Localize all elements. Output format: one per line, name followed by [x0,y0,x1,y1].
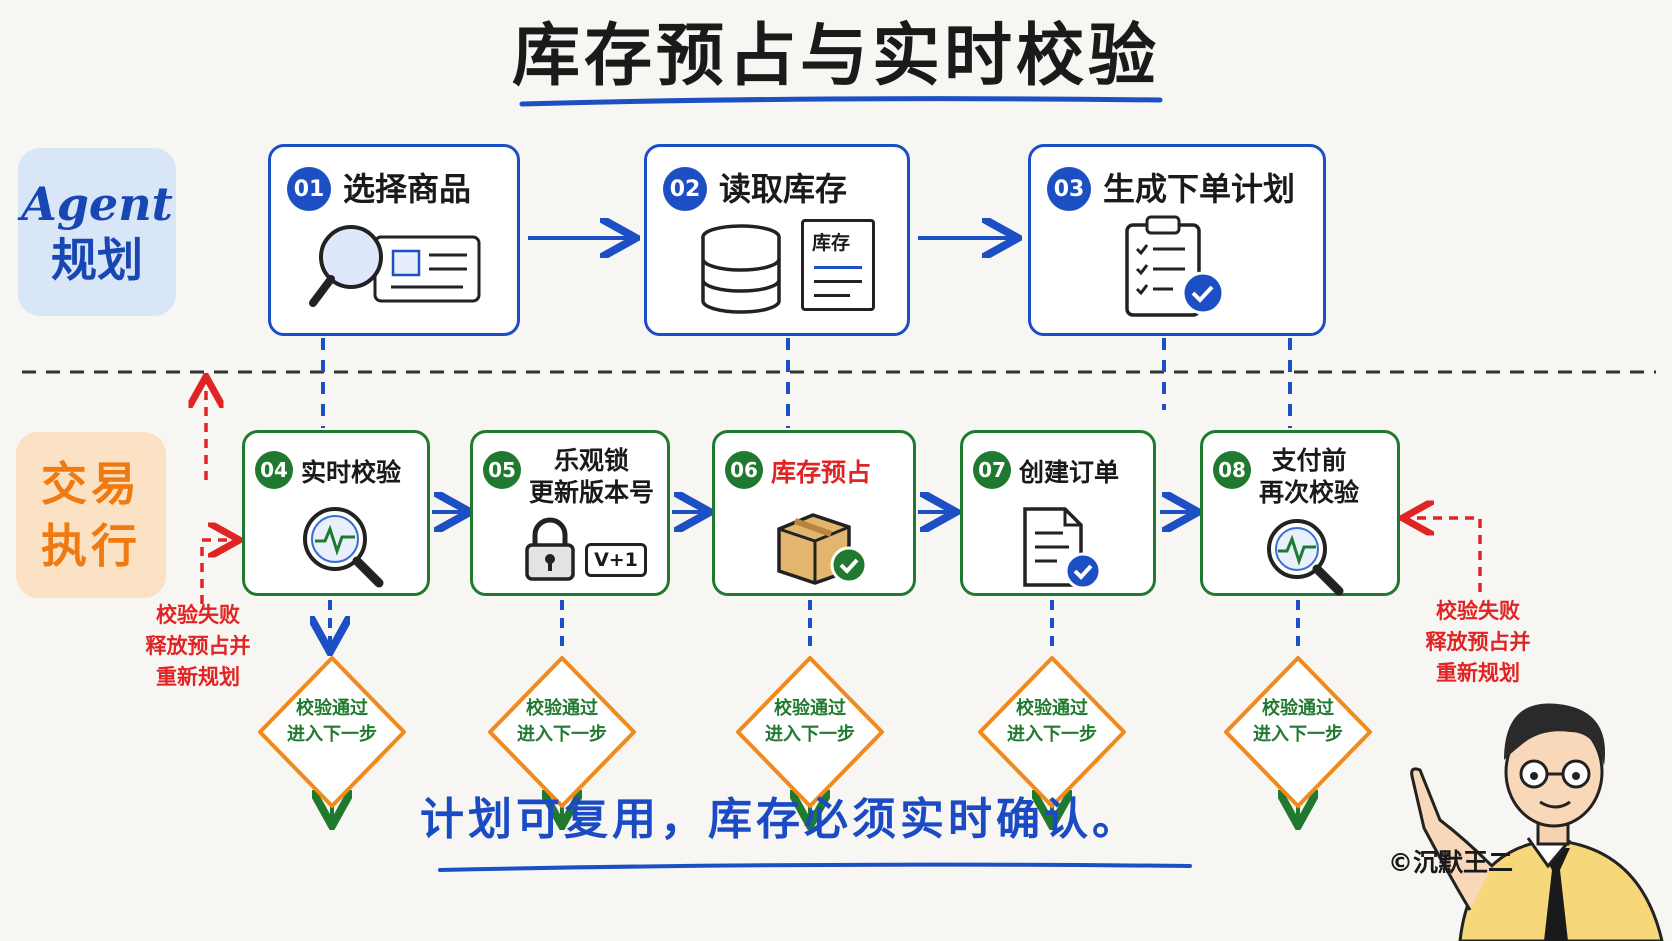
exec-step-05: 05 乐观锁 更新版本号 V+1 [470,430,670,596]
fail-loop-left [200,540,236,604]
decision-diamond: 校验通过 进入下一步 [730,652,890,812]
step-number: 07 [973,451,1011,489]
lane-trade-line1: 交易 [41,457,141,511]
step-title: 乐观锁 更新版本号 [529,446,655,507]
page-title: 库存预占与实时校验 [511,16,1160,96]
step-number: 01 [287,167,331,211]
decision-label: 校验通过 进入下一步 [287,698,377,745]
box-check-icon [777,513,868,585]
exec-step-04: 04 实时校验 [242,430,430,596]
presenter-illustration [1410,703,1664,941]
lane-agent-line2: 规划 [51,233,143,287]
version-tag: V+1 [585,543,647,577]
pulse-magnifier-icon [303,507,384,588]
step-title: 生成下单计划 [1103,170,1296,208]
exec-step-07: 07 创建订单 [960,430,1156,596]
decision-label: 校验通过 进入下一步 [1007,698,1097,745]
step-number: 03 [1047,167,1091,211]
step-number: 05 [483,451,521,489]
lane-trade-line2: 执行 [41,519,141,573]
step-title: 支付前 再次校验 [1259,446,1360,507]
decision-diamond: 校验通过 进入下一步 [252,652,412,812]
step-number: 06 [725,451,763,489]
plan-step-03: 03 生成下单计划 [1028,144,1326,336]
clipboard-check-icon [1125,215,1225,317]
magnifier-product-card-icon [309,225,481,307]
plan-step-02: 02 读取库存 库存 [644,144,910,336]
document-check-icon [1023,507,1102,590]
lane-agent-line1: Agent [21,177,173,231]
decision-label: 校验通过 进入下一步 [765,698,855,745]
fail-loop-right [1406,518,1482,592]
footer-underline [438,862,1192,872]
step-number: 02 [663,167,707,211]
decision-diamond: 校验通过 进入下一步 [482,652,642,812]
lane-label-agent: Agent 规划 [18,148,176,316]
copyright-text: ©沉默王二 [1388,848,1514,877]
step-title: 实时校验 [301,458,402,487]
decision-label: 校验通过 进入下一步 [1253,698,1343,745]
database-icon [701,224,781,314]
step-title: 创建订单 [1019,458,1120,487]
inventory-document-icon: 库存 [801,219,875,311]
step-title: 选择商品 [343,170,472,208]
title-underline [519,96,1163,107]
exec-step-06: 06 库存预占 [712,430,916,596]
padlock-icon [525,517,575,581]
step-title-highlighted: 库存预占 [771,458,872,487]
step-number: 04 [255,451,293,489]
footer-slogan: 计划可复用，库存必须实时确认。 [420,794,1140,845]
decision-diamond: 校验通过 进入下一步 [1218,652,1378,812]
doc-label: 库存 [812,232,851,254]
exec-step-08: 08 支付前 再次校验 [1200,430,1400,596]
fail-note-right: 校验失败 释放预占并 重新规划 [1425,599,1531,685]
lane-label-trade: 交易 执行 [16,432,166,598]
step-number: 08 [1213,451,1251,489]
step-title: 读取库存 [719,170,848,208]
decision-label: 校验通过 进入下一步 [517,698,607,745]
decision-diamond: 校验通过 进入下一步 [972,652,1132,812]
plan-step-01: 01 选择商品 [268,144,520,336]
fail-note-left: 校验失败 释放预占并 重新规划 [145,603,251,689]
pulse-magnifier-icon [1267,519,1344,596]
